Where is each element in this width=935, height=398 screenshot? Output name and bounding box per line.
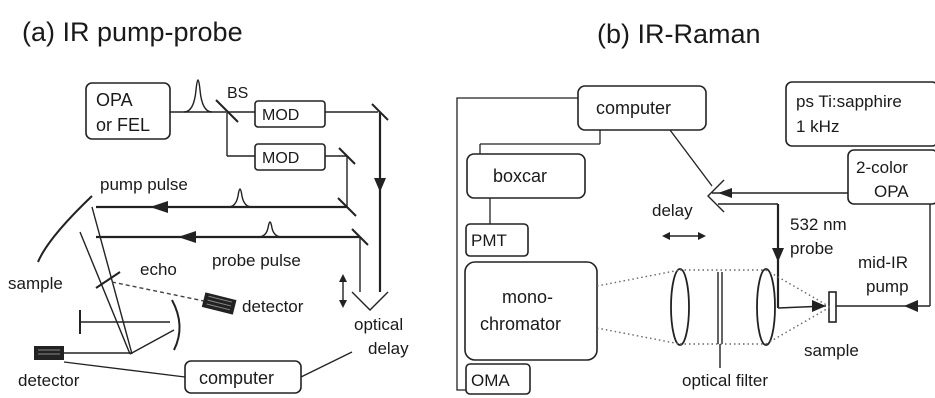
beam-cross-2 <box>79 231 131 355</box>
sample-b-label: sample <box>804 341 859 360</box>
pump-b-label-2: pump <box>866 277 909 296</box>
mono-label-2: chromator <box>480 314 561 334</box>
pump-arrow-icon <box>150 201 168 213</box>
optical-filter-label: optical filter <box>682 371 768 390</box>
delay-up-arrow-icon <box>339 274 347 282</box>
echo-label: echo <box>140 260 177 279</box>
oma-box: OMA <box>465 363 531 395</box>
optical-delay-label-2: delay <box>368 339 409 358</box>
probe-pulse-label: probe pulse <box>212 251 301 270</box>
pump-pulse-icon <box>227 188 253 208</box>
mod-2-label: MOD <box>262 150 299 167</box>
pmt-box: PMT <box>465 223 529 257</box>
beam-splitter <box>215 99 239 123</box>
focusing-mirror <box>37 195 93 263</box>
laser-label-1: ps Ti:sapphire <box>796 92 902 111</box>
scatter-ray-top-3 <box>765 269 831 308</box>
collection-lens <box>756 268 776 346</box>
retroreflector-icon <box>351 291 389 311</box>
scatter-ray-top-1 <box>596 269 681 287</box>
focusing-lens <box>670 268 690 346</box>
panel-b-title: (b) IR-Raman <box>597 19 761 49</box>
wire-detector-computer <box>63 361 186 378</box>
delay-left-arrow-icon <box>662 232 670 240</box>
wire-computer-delay <box>300 351 353 378</box>
opa-fel-box: OPA or FEL <box>85 82 171 140</box>
probe-arrow-icon <box>178 231 196 243</box>
opa-b-label-1: 2-color <box>856 158 908 177</box>
panel-a-title: (a) IR pump-probe <box>22 17 243 47</box>
detector-bottom-label: detector <box>18 371 80 390</box>
detector-mid-icon <box>201 292 237 315</box>
computer-box-b: computer <box>577 85 707 131</box>
scatter-ray-bottom-3 <box>765 306 831 345</box>
mono-label-1: mono- <box>502 287 553 307</box>
echo-signal-line <box>111 281 205 302</box>
source-pulse-icon <box>183 79 213 113</box>
sample-label: sample <box>8 274 63 293</box>
delay-retroreflector-icon <box>707 179 725 213</box>
optical-delay-label-1: optical <box>354 315 403 334</box>
monochromator-box: mono- chromator <box>464 261 598 361</box>
scatter-ray-bottom-1 <box>596 327 681 345</box>
probe-pulse-icon <box>257 221 283 238</box>
panel-a: (a) IR pump-probe OPA or FEL BS MOD MOD <box>8 17 409 394</box>
pump-b-label-1: mid-IR <box>858 253 908 272</box>
detector-mid-label: detector <box>242 297 304 316</box>
computer-a-label: computer <box>199 368 274 388</box>
sample-plate <box>95 271 121 289</box>
boxcar-label: boxcar <box>493 166 547 186</box>
bs-label: BS <box>227 85 248 102</box>
oma-label: OMA <box>471 371 510 390</box>
detector-bottom-icon <box>34 346 64 360</box>
delay-right-arrow-icon <box>698 232 706 240</box>
delay-down-arrow-icon <box>339 300 347 308</box>
probe-down-arrow-icon <box>772 248 784 262</box>
opa-fel-label-2: or FEL <box>96 115 150 135</box>
pmt-label: PMT <box>471 231 507 250</box>
down-arrow-icon <box>374 178 386 192</box>
wire-computer-delay-b <box>669 129 713 187</box>
opa-b-label-2: OPA <box>874 182 909 201</box>
probe-b-label-1: 532 nm <box>790 215 847 234</box>
collection-mirror <box>171 299 181 351</box>
mod-1-box: MOD <box>254 100 326 128</box>
probe-b-label-2: probe <box>790 239 833 258</box>
mod-2-box: MOD <box>254 143 326 171</box>
collected-beam <box>129 329 175 355</box>
two-color-opa-box: 2-color OPA <box>847 149 935 205</box>
beam-cross-1 <box>91 206 133 355</box>
pump-b-arrow-icon <box>904 300 918 312</box>
probe-sample-arrow-icon <box>812 300 826 312</box>
pump-pulse-label: pump pulse <box>100 175 188 194</box>
laser-label-2: 1 kHz <box>796 117 839 136</box>
computer-b-label: computer <box>596 98 671 118</box>
panel-b: (b) IR-Raman computer boxcar PMT mono- c… <box>456 19 935 395</box>
mod-1-label: MOD <box>262 107 299 124</box>
wire-computer-oma <box>456 97 578 391</box>
laser-box: ps Ti:sapphire 1 kHz <box>785 81 935 147</box>
opa-fel-label-1: OPA <box>96 90 133 110</box>
sample-b-cell <box>828 291 837 323</box>
computer-box-a: computer <box>184 360 302 394</box>
boxcar-box: boxcar <box>466 153 586 199</box>
beam-arrow-icon <box>718 188 732 198</box>
delay-b-label: delay <box>652 201 693 220</box>
